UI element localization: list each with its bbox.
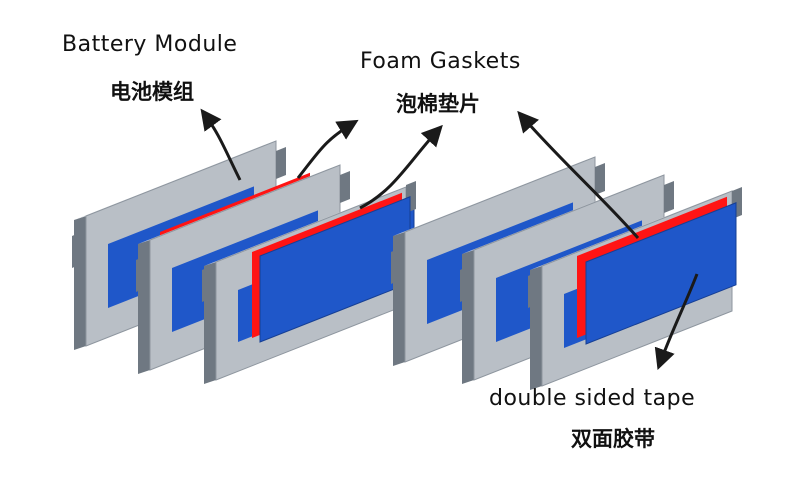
blue-cell-front bbox=[585, 202, 737, 345]
foam-gaskets-arrow-2 bbox=[359, 124, 443, 210]
foam-gaskets-label-zh: 泡棉垫片 bbox=[396, 92, 480, 116]
foam-gaskets-label: Foam Gaskets bbox=[360, 49, 521, 74]
battery-module-label: Battery Module bbox=[62, 32, 238, 57]
frame-side-edge bbox=[393, 232, 405, 366]
frame-right-tab bbox=[340, 171, 350, 203]
frame-side-edge bbox=[204, 262, 216, 384]
foam-gaskets-arrow-3 bbox=[517, 110, 640, 239]
double-sided-tape-label: double sided tape bbox=[489, 386, 696, 411]
frame-right-tab bbox=[664, 181, 674, 213]
frame-side-edge bbox=[74, 216, 86, 350]
double-sided-tape-label-zh: 双面胶带 bbox=[571, 427, 655, 451]
foam-gaskets-arrow-1 bbox=[296, 119, 359, 179]
frame-side-edge bbox=[138, 240, 150, 374]
battery-module-label-zh: 电池模组 bbox=[110, 80, 194, 104]
frame-right-tab bbox=[276, 147, 286, 179]
frame-side-edge bbox=[530, 266, 542, 390]
battery-module-arrow bbox=[200, 108, 242, 181]
frame-side-edge bbox=[462, 250, 474, 384]
double-sided-tape-arrow bbox=[654, 273, 699, 370]
frame-right-tab bbox=[595, 163, 605, 195]
